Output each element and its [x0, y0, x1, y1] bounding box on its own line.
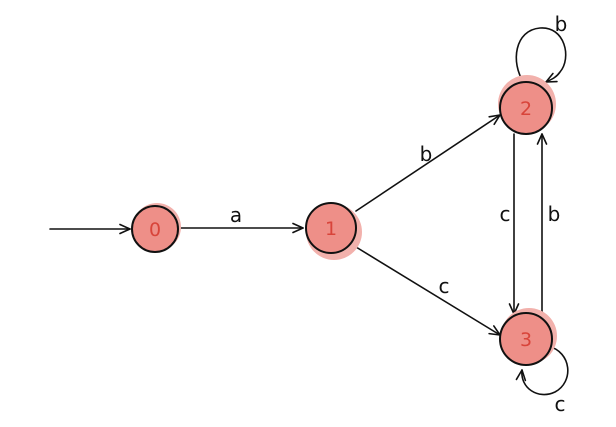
edge-2-2 — [515, 27, 567, 84]
edge-label-2-3: c — [500, 202, 511, 226]
state-2-label: 2 — [520, 98, 532, 120]
edge-label-2-2: b — [555, 12, 568, 36]
edge-label-3-2: b — [548, 202, 561, 226]
edge-label-3-3: c — [555, 392, 566, 416]
edge-3-3 — [515, 345, 569, 396]
state-1-label: 1 — [325, 218, 337, 240]
edge-label-0-1: a — [230, 203, 242, 227]
state-1: 1 — [305, 202, 362, 260]
state-0: 0 — [131, 203, 181, 253]
edge-1-3 — [355, 246, 501, 336]
state-3-label: 3 — [520, 329, 532, 351]
edge-1-2 — [355, 114, 501, 212]
state-2-circle — [499, 81, 553, 135]
state-3-circle — [499, 312, 553, 366]
state-2: 2 — [498, 75, 556, 135]
state-0-circle — [131, 205, 179, 253]
state-1-circle — [305, 202, 357, 254]
edge-label-1-2: b — [420, 142, 433, 166]
state-3: 3 — [499, 308, 557, 366]
edge-label-1-3: c — [439, 274, 450, 298]
state-0-label: 0 — [149, 219, 161, 241]
